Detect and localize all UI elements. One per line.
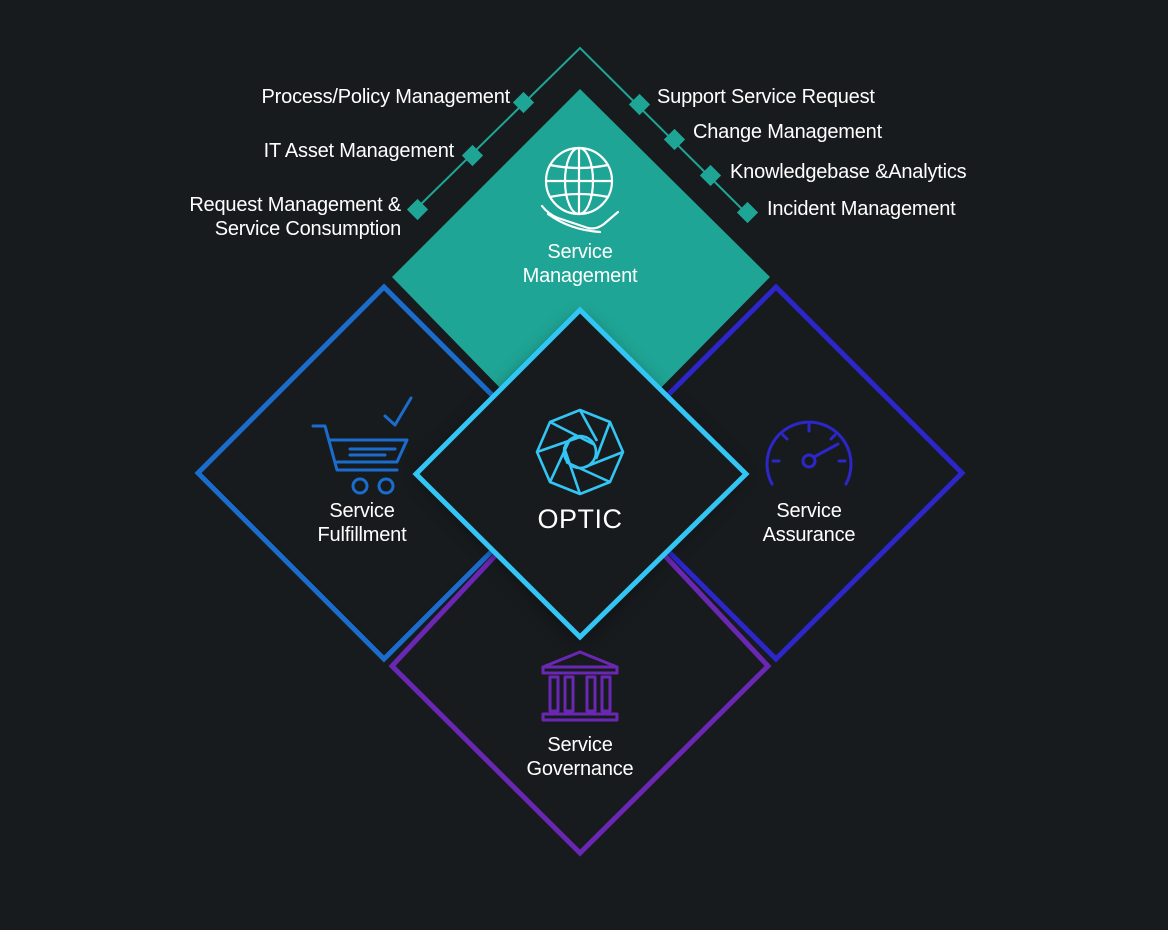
governance-diamond xyxy=(388,461,772,857)
optic-diamond xyxy=(412,306,750,641)
left-item-it-asset: IT Asset Management xyxy=(263,140,455,162)
request-management-line1: Request Management & xyxy=(189,194,401,216)
right-item-knowledgebase: Knowledgebase &Analytics xyxy=(730,161,967,183)
management-line1: Service xyxy=(547,241,613,263)
left-item-process-policy: Process/Policy Management xyxy=(261,86,511,108)
left-item-request-management: Request Management & Service Consumption xyxy=(120,193,401,241)
fulfillment-line1: Service xyxy=(329,500,395,522)
service-governance-label: Service Governance xyxy=(480,733,680,781)
service-assurance-label: Service Assurance xyxy=(709,499,909,547)
governance-line2: Governance xyxy=(526,758,634,780)
request-management-line2: Service Consumption xyxy=(214,218,401,240)
shopping-cart-check-icon xyxy=(311,396,413,495)
right-item-incident-management: Incident Management xyxy=(767,198,956,220)
globe-hand-icon xyxy=(540,146,620,234)
fulfillment-line2: Fulfillment xyxy=(317,524,407,546)
right-item-support-service-request: Support Service Request xyxy=(657,86,875,108)
management-diamond xyxy=(392,89,770,470)
service-management-label: Service Management xyxy=(480,240,680,288)
aperture-icon xyxy=(535,408,625,496)
speedometer-icon xyxy=(765,420,853,486)
right-connector-nodes xyxy=(628,93,759,224)
governance-line1: Service xyxy=(547,734,613,756)
management-line2: Management xyxy=(522,265,638,287)
assurance-line1: Service xyxy=(776,500,842,522)
service-fulfillment-label: Service Fulfillment xyxy=(262,499,462,547)
government-building-icon xyxy=(541,650,619,722)
optic-label: OPTIC xyxy=(537,504,623,534)
right-item-change-management: Change Management xyxy=(693,121,882,143)
assurance-line2: Assurance xyxy=(762,524,856,546)
